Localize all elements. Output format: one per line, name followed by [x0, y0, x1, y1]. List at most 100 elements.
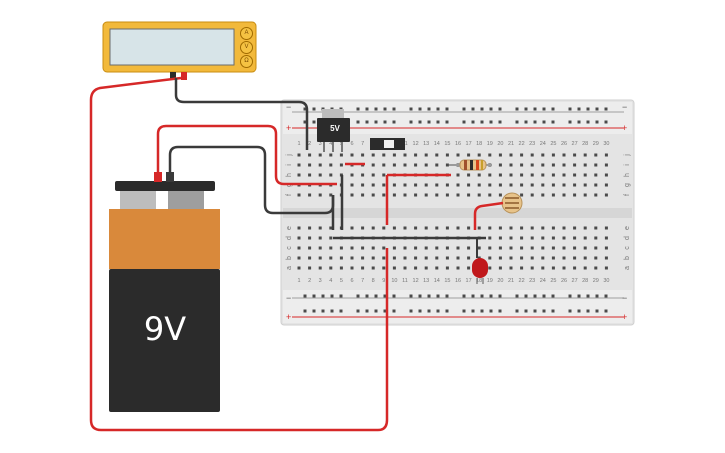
breadboard-hole[interactable] — [498, 173, 502, 177]
breadboard-hole[interactable] — [477, 246, 481, 250]
rail-hole[interactable] — [471, 107, 475, 111]
breadboard-hole[interactable] — [467, 173, 471, 177]
rail-hole[interactable] — [568, 120, 572, 124]
breadboard-hole[interactable] — [297, 226, 301, 230]
breadboard-hole[interactable] — [467, 266, 471, 270]
rail-hole[interactable] — [392, 120, 396, 124]
breadboard-hole[interactable] — [604, 236, 608, 240]
breadboard-hole[interactable] — [520, 236, 524, 240]
breadboard-hole[interactable] — [477, 226, 481, 230]
breadboard-hole[interactable] — [318, 153, 322, 157]
breadboard-hole[interactable] — [382, 256, 386, 260]
rail-hole[interactable] — [604, 294, 608, 298]
breadboard-hole[interactable] — [594, 246, 598, 250]
rail-hole[interactable] — [436, 309, 440, 313]
breadboard-hole[interactable] — [583, 183, 587, 187]
breadboard-hole[interactable] — [509, 246, 513, 250]
breadboard-hole[interactable] — [403, 246, 407, 250]
rail-hole[interactable] — [418, 309, 422, 313]
breadboard-hole[interactable] — [583, 226, 587, 230]
rail-hole[interactable] — [515, 294, 519, 298]
rail-hole[interactable] — [312, 120, 316, 124]
breadboard-hole[interactable] — [297, 153, 301, 157]
rail-hole[interactable] — [498, 120, 502, 124]
breadboard-hole[interactable] — [467, 246, 471, 250]
breadboard-hole[interactable] — [424, 153, 428, 157]
rail-hole[interactable] — [595, 309, 599, 313]
breadboard-hole[interactable] — [445, 153, 449, 157]
breadboard-hole[interactable] — [562, 153, 566, 157]
multimeter-mode-a-button[interactable]: A — [240, 27, 253, 40]
breadboard-hole[interactable] — [530, 226, 534, 230]
breadboard-hole[interactable] — [297, 236, 301, 240]
breadboard-hole[interactable] — [467, 226, 471, 230]
breadboard-hole[interactable] — [467, 153, 471, 157]
breadboard-hole[interactable] — [403, 266, 407, 270]
rail-hole[interactable] — [586, 107, 590, 111]
rail-hole[interactable] — [356, 294, 360, 298]
breadboard-hole[interactable] — [467, 183, 471, 187]
breadboard-hole[interactable] — [594, 173, 598, 177]
rail-hole[interactable] — [480, 309, 484, 313]
breadboard-hole[interactable] — [456, 246, 460, 250]
breadboard-hole[interactable] — [541, 246, 545, 250]
breadboard-hole[interactable] — [573, 163, 577, 167]
rail-hole[interactable] — [445, 120, 449, 124]
rail-hole[interactable] — [462, 107, 466, 111]
rail-hole[interactable] — [383, 309, 387, 313]
breadboard-hole[interactable] — [361, 256, 365, 260]
rail-hole[interactable] — [312, 309, 316, 313]
breadboard-hole[interactable] — [573, 173, 577, 177]
breadboard-hole[interactable] — [308, 236, 312, 240]
rail-hole[interactable] — [462, 309, 466, 313]
rail-hole[interactable] — [551, 309, 555, 313]
breadboard-hole[interactable] — [477, 153, 481, 157]
rail-hole[interactable] — [383, 120, 387, 124]
rail-hole[interactable] — [409, 107, 413, 111]
rail-hole[interactable] — [524, 294, 528, 298]
multimeter-mode-v-button[interactable]: V — [240, 41, 253, 54]
rail-hole[interactable] — [374, 309, 378, 313]
breadboard-hole[interactable] — [562, 236, 566, 240]
rail-hole[interactable] — [303, 309, 307, 313]
breadboard-hole[interactable] — [297, 193, 301, 197]
breadboard-hole[interactable] — [382, 266, 386, 270]
rail-hole[interactable] — [374, 294, 378, 298]
rail-hole[interactable] — [392, 309, 396, 313]
breadboard-hole[interactable] — [594, 236, 598, 240]
breadboard-hole[interactable] — [456, 153, 460, 157]
breadboard-hole[interactable] — [551, 183, 555, 187]
breadboard-hole[interactable] — [318, 246, 322, 250]
breadboard-hole[interactable] — [329, 153, 333, 157]
breadboard-hole[interactable] — [488, 173, 492, 177]
breadboard-hole[interactable] — [488, 256, 492, 260]
breadboard-hole[interactable] — [403, 163, 407, 167]
breadboard-hole[interactable] — [318, 163, 322, 167]
breadboard-hole[interactable] — [583, 266, 587, 270]
breadboard-hole[interactable] — [318, 236, 322, 240]
rail-hole[interactable] — [303, 294, 307, 298]
rail-hole[interactable] — [586, 120, 590, 124]
breadboard-hole[interactable] — [350, 183, 354, 187]
breadboard-hole[interactable] — [382, 153, 386, 157]
breadboard-hole[interactable] — [551, 163, 555, 167]
breadboard-hole[interactable] — [456, 183, 460, 187]
rail-hole[interactable] — [586, 309, 590, 313]
rail-hole[interactable] — [427, 309, 431, 313]
breadboard-hole[interactable] — [562, 226, 566, 230]
breadboard-hole[interactable] — [520, 183, 524, 187]
breadboard-hole[interactable] — [530, 173, 534, 177]
rail-hole[interactable] — [568, 294, 572, 298]
breadboard-hole[interactable] — [329, 173, 333, 177]
breadboard-hole[interactable] — [541, 153, 545, 157]
breadboard-hole[interactable] — [350, 193, 354, 197]
breadboard-hole[interactable] — [530, 153, 534, 157]
breadboard-hole[interactable] — [594, 256, 598, 260]
breadboard-hole[interactable] — [477, 183, 481, 187]
breadboard-hole[interactable] — [424, 256, 428, 260]
rail-hole[interactable] — [365, 309, 369, 313]
rail-hole[interactable] — [533, 107, 537, 111]
breadboard-hole[interactable] — [392, 163, 396, 167]
rail-hole[interactable] — [480, 120, 484, 124]
breadboard-hole[interactable] — [329, 266, 333, 270]
